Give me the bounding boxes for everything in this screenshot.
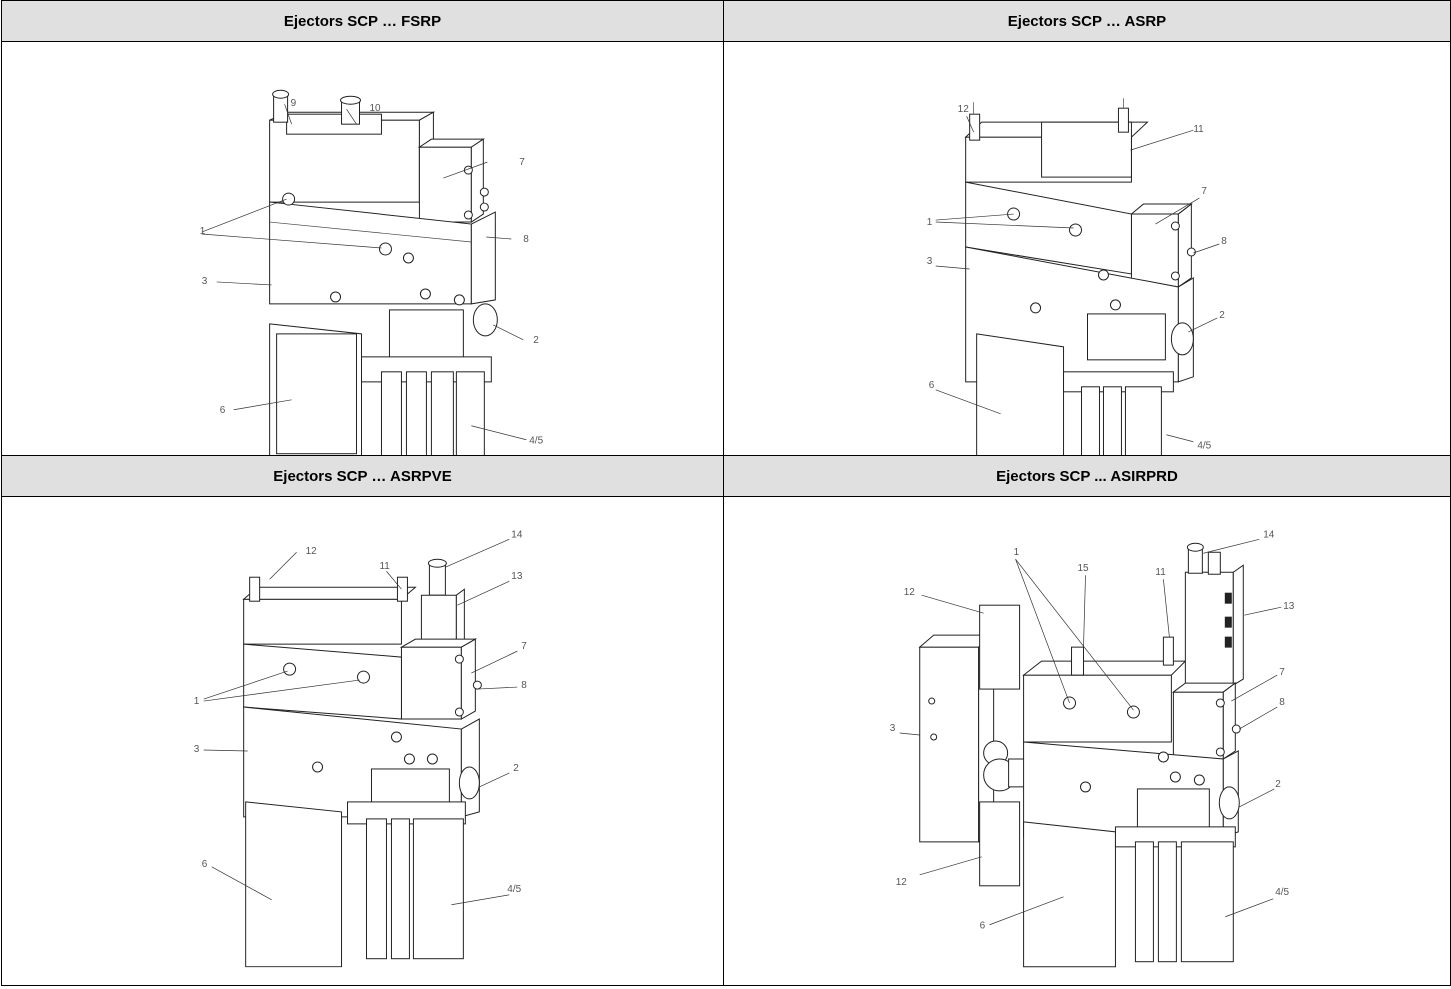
- callout-9: 9: [291, 98, 297, 109]
- callout-3: 3: [194, 744, 200, 755]
- callout-15: 15: [1078, 563, 1090, 574]
- callout-1: 1: [194, 696, 200, 707]
- callout-11: 11: [1193, 124, 1204, 135]
- callout-2: 2: [533, 335, 539, 346]
- callout-6: 6: [220, 405, 226, 416]
- callout-13: 13: [1283, 601, 1295, 612]
- callout-11: 11: [379, 561, 390, 572]
- callout-8: 8: [521, 680, 527, 691]
- callout-14: 14: [511, 529, 523, 540]
- drawing-asrp: 12 11 7 1 8 3 2 6 4/5: [723, 41, 1451, 456]
- callout-1: 1: [1014, 547, 1020, 558]
- callout-3: 3: [890, 723, 896, 734]
- callout-4-5: 4/5: [529, 436, 543, 447]
- drawing-asrpve: 14 12 11 13 7 8 1 3 2 6 4/5: [1, 496, 724, 986]
- callout-7: 7: [1279, 667, 1285, 678]
- callout-2: 2: [513, 763, 519, 774]
- callout-7: 7: [1201, 186, 1207, 197]
- callout-4-5: 4/5: [1197, 441, 1211, 452]
- callout-2: 2: [1275, 779, 1281, 790]
- callout-7: 7: [521, 641, 527, 652]
- callout-11: 11: [1155, 567, 1166, 578]
- panel-title-asrpve: Ejectors SCP … ASRPVE: [1, 455, 724, 497]
- callout-8: 8: [1279, 697, 1285, 708]
- callout-6: 6: [980, 921, 986, 932]
- callout-4-5: 4/5: [1275, 887, 1289, 898]
- ejector-asrp-drawing: 12 11 7 1 8 3 2 6 4/5: [927, 98, 1227, 455]
- panel-title-fsrp: Ejectors SCP … FSRP: [1, 0, 724, 42]
- callout-14: 14: [1263, 529, 1275, 540]
- callout-10: 10: [369, 103, 381, 114]
- callout-6: 6: [929, 380, 935, 391]
- ejector-asirprd-drawing: 14 1 15 11 12 13 7 8 3 2 12 6 4/5: [890, 529, 1295, 968]
- panel-title-asrp: Ejectors SCP … ASRP: [723, 0, 1451, 42]
- callout-4-5: 4/5: [507, 884, 521, 895]
- callout-1: 1: [927, 217, 933, 228]
- ejector-asrpve-drawing: 14 12 11 13 7 8 1 3 2 6 4/5: [194, 529, 527, 968]
- callout-12: 12: [306, 546, 318, 557]
- panel-title-asirprd: Ejectors SCP ... ASIRPRD: [723, 455, 1451, 497]
- callout-2: 2: [1219, 310, 1225, 321]
- drawing-fsrp: 9 10 7 1 8 3 2 6 4/5: [1, 41, 724, 456]
- drawing-asirprd: 14 1 15 11 12 13 7 8 3 2 12 6 4/5: [723, 496, 1451, 986]
- callout-3: 3: [202, 276, 208, 287]
- callout-7: 7: [519, 157, 525, 168]
- callout-12: 12: [904, 587, 916, 598]
- callout-8: 8: [523, 234, 529, 245]
- callout-12: 12: [958, 104, 970, 115]
- callout-3: 3: [927, 256, 933, 267]
- ejector-fsrp-drawing: 9 10 7 1 8 3 2 6 4/5: [200, 89, 544, 455]
- callout-13: 13: [511, 571, 523, 582]
- callout-1: 1: [200, 226, 206, 237]
- callout-8: 8: [1221, 236, 1227, 247]
- callout-12b: 12: [896, 877, 908, 888]
- callout-6: 6: [202, 859, 208, 870]
